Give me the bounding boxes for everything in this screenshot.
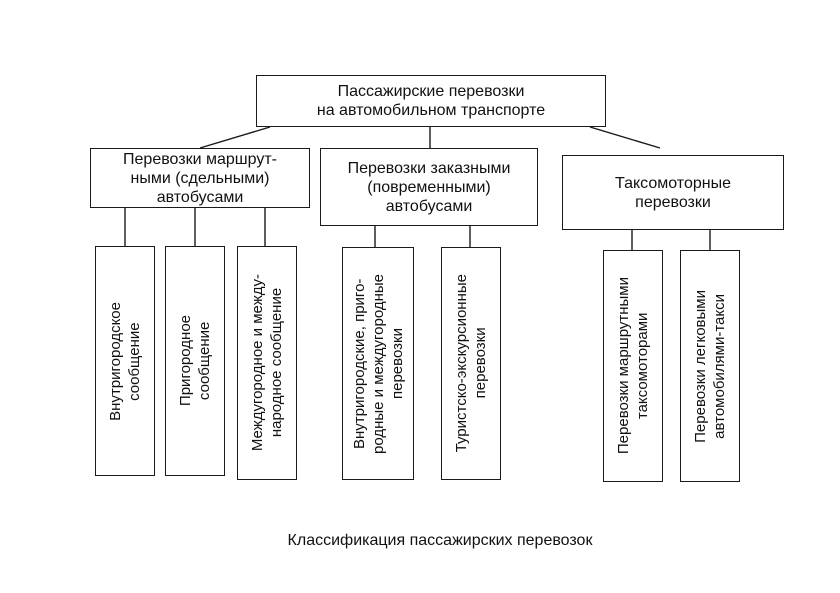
leaf-node-3-1-label: Перевозки маршрутными таксомоторами xyxy=(615,277,651,455)
connector-root-group-3 xyxy=(589,126,661,149)
leaf-node-2-1-label: Внутригородские, приго- родные и междуго… xyxy=(350,273,406,454)
leaf-node-3-2: Перевозки легковыми автомобилями-такси xyxy=(680,250,740,482)
figure-caption: Классификация пассажирских перевозок xyxy=(287,532,593,549)
leaf-node-2-1: Внутригородские, приго- родные и междуго… xyxy=(342,247,414,480)
root-node: Пассажирские перевозки на автомобильном … xyxy=(256,75,606,127)
connector-root-group-1 xyxy=(199,126,271,149)
root-node-label: Пассажирские перевозки на автомобильном … xyxy=(316,83,546,119)
leaf-node-2-2-label: Туристско-экскурсионные перевозки xyxy=(453,274,489,453)
leaf-node-1-1-label: Внутригородское сообщение xyxy=(107,301,143,421)
leaf-node-1-1: Внутригородское сообщение xyxy=(95,246,155,476)
leaf-node-1-3-label: Междугородное и между- народное сообщени… xyxy=(249,274,285,452)
leaf-node-2-2: Туристско-экскурсионные перевозки xyxy=(441,247,501,480)
group-node-3: Таксомоторные перевозки xyxy=(562,155,784,230)
leaf-node-1-3: Междугородное и между- народное сообщени… xyxy=(237,246,297,480)
leaf-node-1-2-label: Пригородное сообщение xyxy=(177,315,213,407)
leaf-node-1-2: Пригородное сообщение xyxy=(165,246,225,476)
group-node-1: Перевозки маршрут- ными (сдельными) авто… xyxy=(90,148,310,208)
leaf-node-3-1: Перевозки маршрутными таксомоторами xyxy=(603,250,663,482)
group-node-2: Перевозки заказными (повременными) автоб… xyxy=(320,148,538,226)
leaf-node-3-2-label: Перевозки легковыми автомобилями-такси xyxy=(692,289,728,443)
group-node-3-label: Таксомоторные перевозки xyxy=(615,174,731,211)
group-node-1-label: Перевозки маршрут- ными (сдельными) авто… xyxy=(123,150,277,206)
group-node-2-label: Перевозки заказными (повременными) автоб… xyxy=(347,159,511,215)
